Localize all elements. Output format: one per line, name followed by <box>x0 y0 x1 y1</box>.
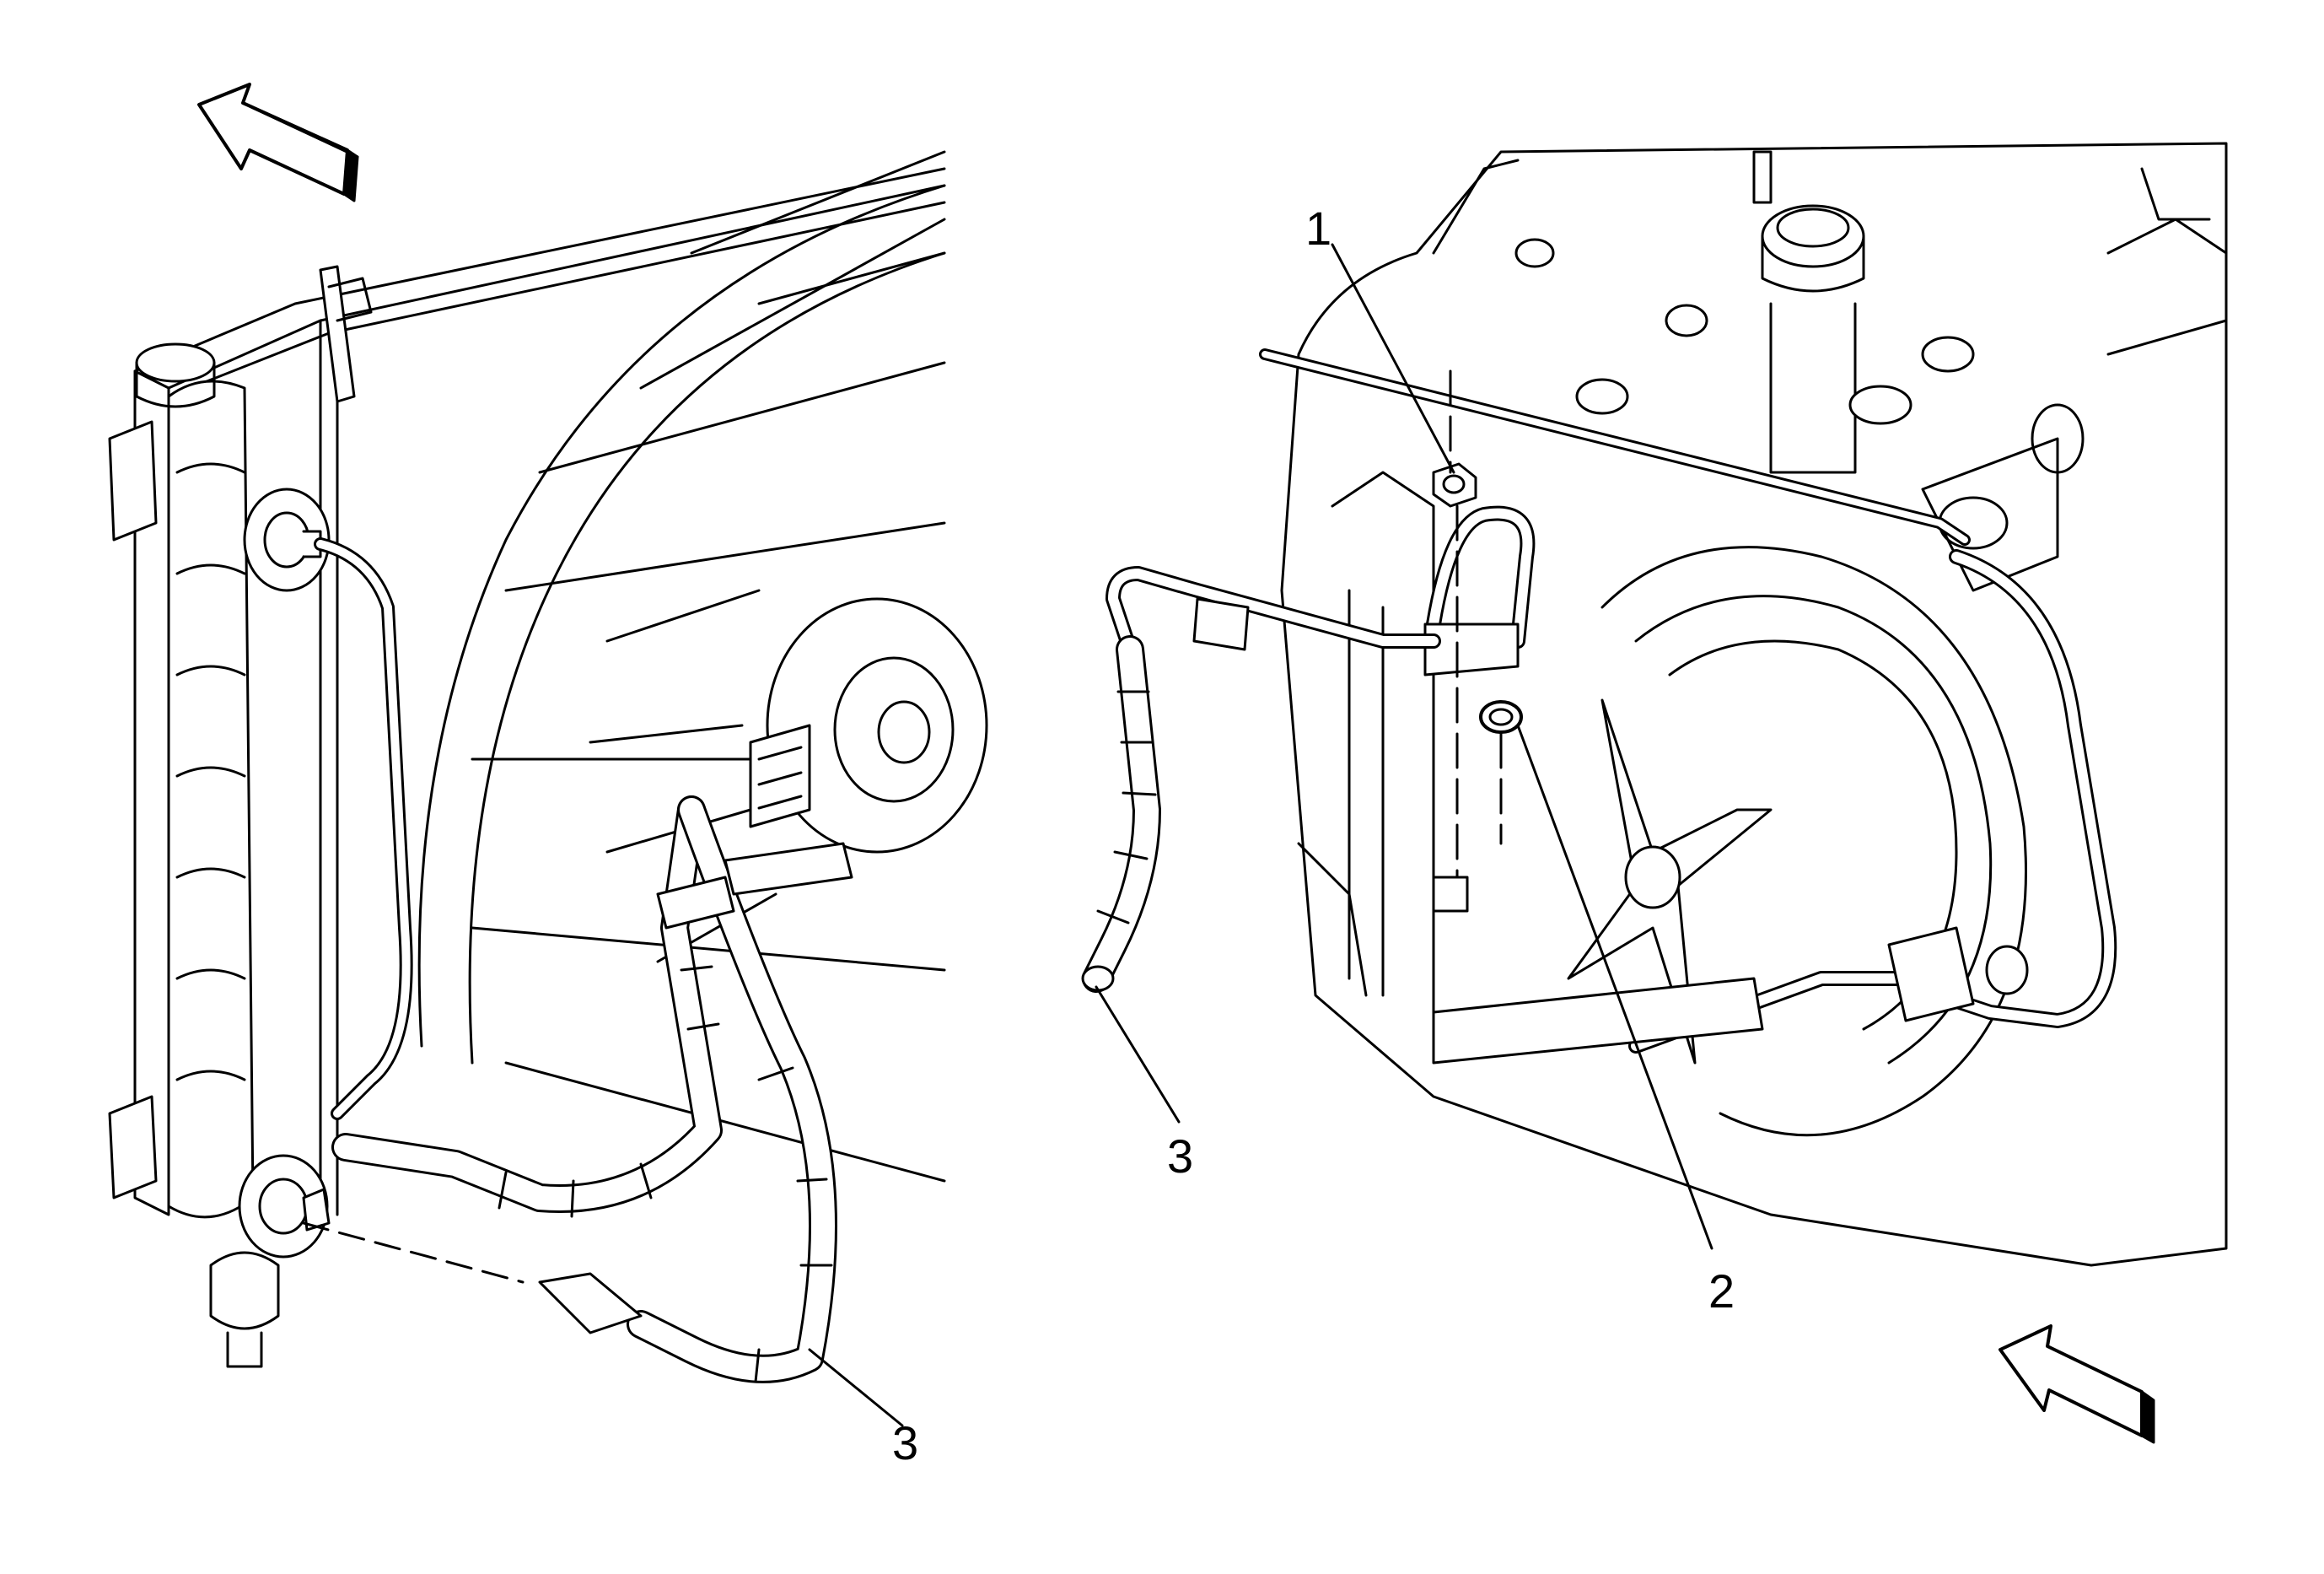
retaining-nut <box>1432 462 1477 508</box>
cooling-fan-assembly <box>417 150 988 1183</box>
callout-label-3-right: 3 <box>1167 1129 1193 1183</box>
callout-leader-2 <box>1516 724 1713 1250</box>
callout-label-1: 1 <box>1305 202 1331 255</box>
cooler-line-clamp <box>1423 369 1536 913</box>
upper-cooler-fitting <box>243 488 331 592</box>
callout-label-3-left: 3 <box>892 1416 918 1469</box>
right-view: 1 2 3 <box>1081 142 2228 1444</box>
callout-label-2: 2 <box>1708 1264 1735 1318</box>
seal-ring <box>1479 700 1523 734</box>
cooler-line-brace <box>1259 348 1971 546</box>
cooler-hose-left <box>302 795 853 1383</box>
lower-cooler-fitting <box>238 1154 331 1259</box>
radiator <box>108 167 946 1368</box>
callout-leader-3-left <box>808 1348 904 1427</box>
callout-leader-3-right <box>1095 985 1181 1124</box>
forward-direction-arrow-left <box>197 83 359 202</box>
fan-motor <box>749 597 988 854</box>
callout-leader-1 <box>1331 243 1455 474</box>
forward-direction-arrow-right <box>1999 1324 2155 1444</box>
fluid-fill-cap <box>1761 204 1865 474</box>
upper-cooler-line <box>314 537 413 1120</box>
left-view: 3 <box>108 83 988 1469</box>
cooler-hose-right <box>1081 566 1441 993</box>
cooler-line-right <box>1432 549 2117 1065</box>
